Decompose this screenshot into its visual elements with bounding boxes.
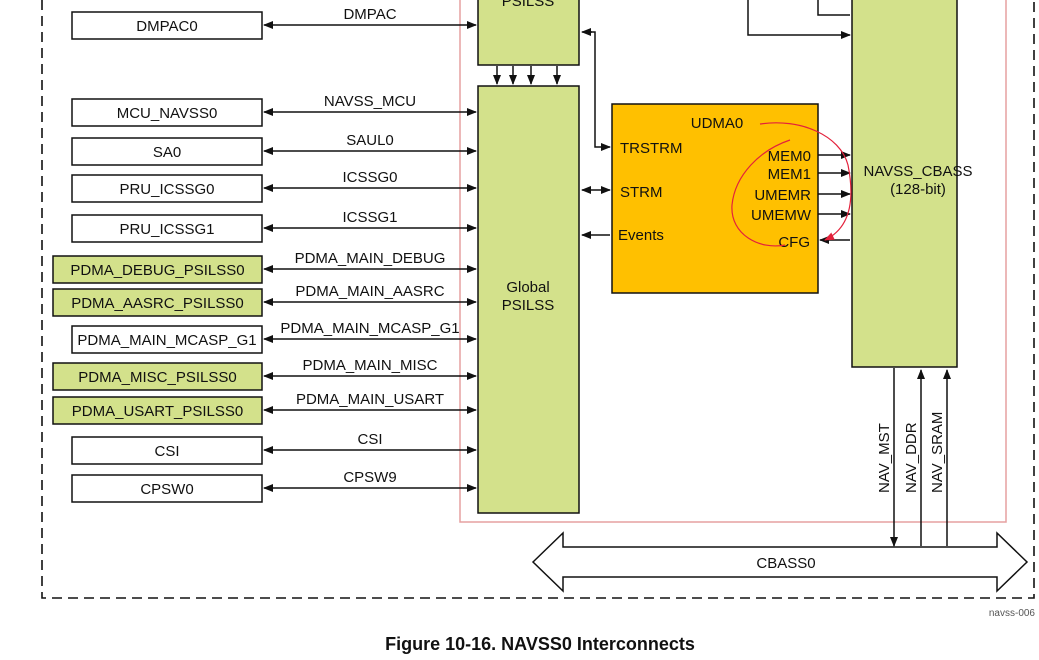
nav-mst-label: NAV_MST [876, 423, 893, 493]
udma0-port-mem1: MEM1 [768, 166, 811, 183]
global-psilss-label-2: PSILSS [502, 297, 555, 314]
nav-sram-label: NAV_SRAM [929, 412, 946, 493]
module-box [52, 288, 263, 317]
udma0-cfg: CFG [778, 234, 810, 251]
signal-label: PDMA_MAIN_MISC [302, 357, 437, 374]
cbass0-label: CBASS0 [756, 555, 815, 572]
global-psilss-block: Global PSILSS [477, 85, 580, 514]
udma0-port-mem0: MEM0 [768, 148, 811, 165]
module-row: PDMA_MISC_PSILSS0 PDMA_MAIN_MISC [52, 357, 477, 391]
module-row: PDMA_DEBUG_PSILSS0 PDMA_MAIN_DEBUG [52, 250, 477, 284]
module-box [71, 214, 263, 243]
module-row: PDMA_USART_PSILSS0 PDMA_MAIN_USART [52, 391, 477, 425]
module-row: CPSW0 CPSW9 [71, 469, 477, 503]
red-annotation [731, 122, 852, 247]
module-box [71, 98, 263, 127]
udma0-title: UDMA0 [691, 115, 744, 132]
signal-label: CSI [357, 431, 382, 448]
top-right-connections [747, 0, 851, 39]
navss-cbass-label-1: NAVSS_CBASS [864, 163, 973, 180]
udma0-port-umemr: UMEMR [754, 187, 811, 204]
signal-label: PDMA_MAIN_AASRC [295, 283, 444, 300]
module-row: PDMA_AASRC_PSILSS0 PDMA_MAIN_AASRC [52, 283, 477, 317]
top-psilss-label: PSILSS [502, 0, 555, 10]
nav-ddr-label: NAV_DDR [903, 422, 920, 493]
pink-boundary [459, 0, 1007, 523]
udma0-trstrm: TRSTRM [620, 140, 683, 157]
figure-caption: Figure 10-16. NAVSS0 Interconnects [385, 634, 695, 654]
figure-id: navss-006 [989, 608, 1036, 619]
signal-label: ICSSG1 [342, 209, 397, 226]
signal-label: PDMA_MAIN_DEBUG [295, 250, 446, 267]
navss-dashed-boundary [41, 0, 1035, 599]
module-label: PDMA_DEBUG_PSILSS0 [70, 262, 244, 279]
module-row: CSI CSI [71, 431, 477, 465]
udma0-strm: STRM [620, 184, 663, 201]
module-label: CPSW0 [140, 481, 193, 498]
module-label: CSI [154, 443, 179, 460]
module-box [71, 11, 263, 40]
cbass0-bus: CBASS0 [531, 531, 1029, 593]
module-box [71, 137, 263, 166]
signal-label: PDMA_MAIN_MCASP_G1 [280, 320, 459, 337]
module-label: DMPAC0 [136, 18, 197, 35]
udma-to-cbass-arrows [818, 151, 851, 244]
signal-label: PDMA_MAIN_USART [296, 391, 444, 408]
module-box [71, 174, 263, 203]
nav-vertical-signals: NAV_MST NAV_DDR NAV_SRAM [876, 368, 951, 547]
module-label: PDMA_MISC_PSILSS0 [78, 369, 236, 386]
module-label: PDMA_MAIN_MCASP_G1 [77, 332, 256, 349]
signal-label: SAUL0 [346, 132, 394, 149]
module-box [52, 255, 263, 284]
signal-label: ICSSG0 [342, 169, 397, 186]
signal-label: CPSW9 [343, 469, 396, 486]
module-row: PRU_ICSSG0 ICSSG0 [71, 169, 477, 203]
module-label: PDMA_AASRC_PSILSS0 [71, 295, 244, 312]
navss-cbass-label-2: (128-bit) [890, 181, 946, 198]
module-box [71, 436, 263, 465]
module-label: PRU_ICSSG0 [119, 181, 214, 198]
top-psilss-block: PSILSS [477, 0, 580, 66]
module-row: PRU_ICSSG1 ICSSG1 [71, 209, 477, 243]
signal-label: DMPAC [343, 6, 396, 23]
module-row: MCU_NAVSS0 NAVSS_MCU [71, 93, 477, 127]
module-box [71, 325, 263, 354]
global-psilss-label-1: Global [506, 279, 549, 296]
module-row: DMPAC0 DMPAC [71, 6, 477, 40]
navss-cbass-block: NAVSS_CBASS (128-bit) [851, 0, 973, 368]
module-box [71, 474, 263, 503]
module-label: PRU_ICSSG1 [119, 221, 214, 238]
module-label: SA0 [153, 144, 181, 161]
module-box [52, 362, 263, 391]
module-row: SA0 SAUL0 [71, 132, 477, 166]
udma0-port-umemw: UMEMW [751, 207, 812, 224]
signal-label: NAVSS_MCU [324, 93, 416, 110]
module-label: MCU_NAVSS0 [117, 105, 218, 122]
trstrm-connection [581, 28, 611, 151]
udma0-block: UDMA0 TRSTRM STRM Events MEM0 MEM1 UMEMR… [611, 103, 819, 294]
udma0-events: Events [618, 227, 664, 244]
module-label: PDMA_USART_PSILSS0 [72, 403, 243, 420]
left-modules-group: DMPAC0 DMPAC MCU_NAVSS0 NAVSS_MCU SA0 SAUL0PR… [52, 6, 477, 503]
psilss-down-arrows [493, 66, 561, 85]
module-box [52, 396, 263, 425]
